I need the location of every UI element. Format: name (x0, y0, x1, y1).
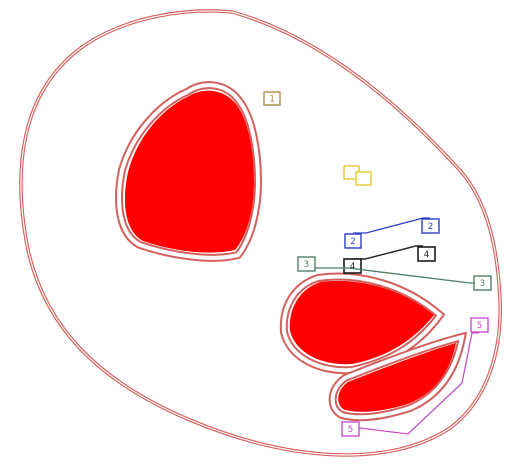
marker-4-label-right: 4 (424, 250, 429, 260)
marker-4-line (352, 246, 423, 259)
marker-3-label-left: 3 (304, 260, 309, 270)
marker-2-line (353, 218, 430, 233)
marker-4-label-left: 4 (350, 262, 355, 272)
marker-1: 1 (264, 92, 280, 105)
marker-2: 2 2 (345, 218, 439, 248)
marker-2-label-left: 2 (350, 237, 355, 247)
marker-yellow (344, 166, 371, 185)
marker-2-label-right: 2 (428, 222, 433, 232)
marker-5-label-top: 5 (477, 321, 482, 331)
marker-1-label: 1 (269, 95, 274, 105)
marker-yellow-box-b (356, 172, 371, 185)
marker-5-label-bottom: 5 (348, 425, 353, 435)
marker-3-label-right: 3 (480, 279, 485, 289)
region-upper (125, 91, 254, 253)
